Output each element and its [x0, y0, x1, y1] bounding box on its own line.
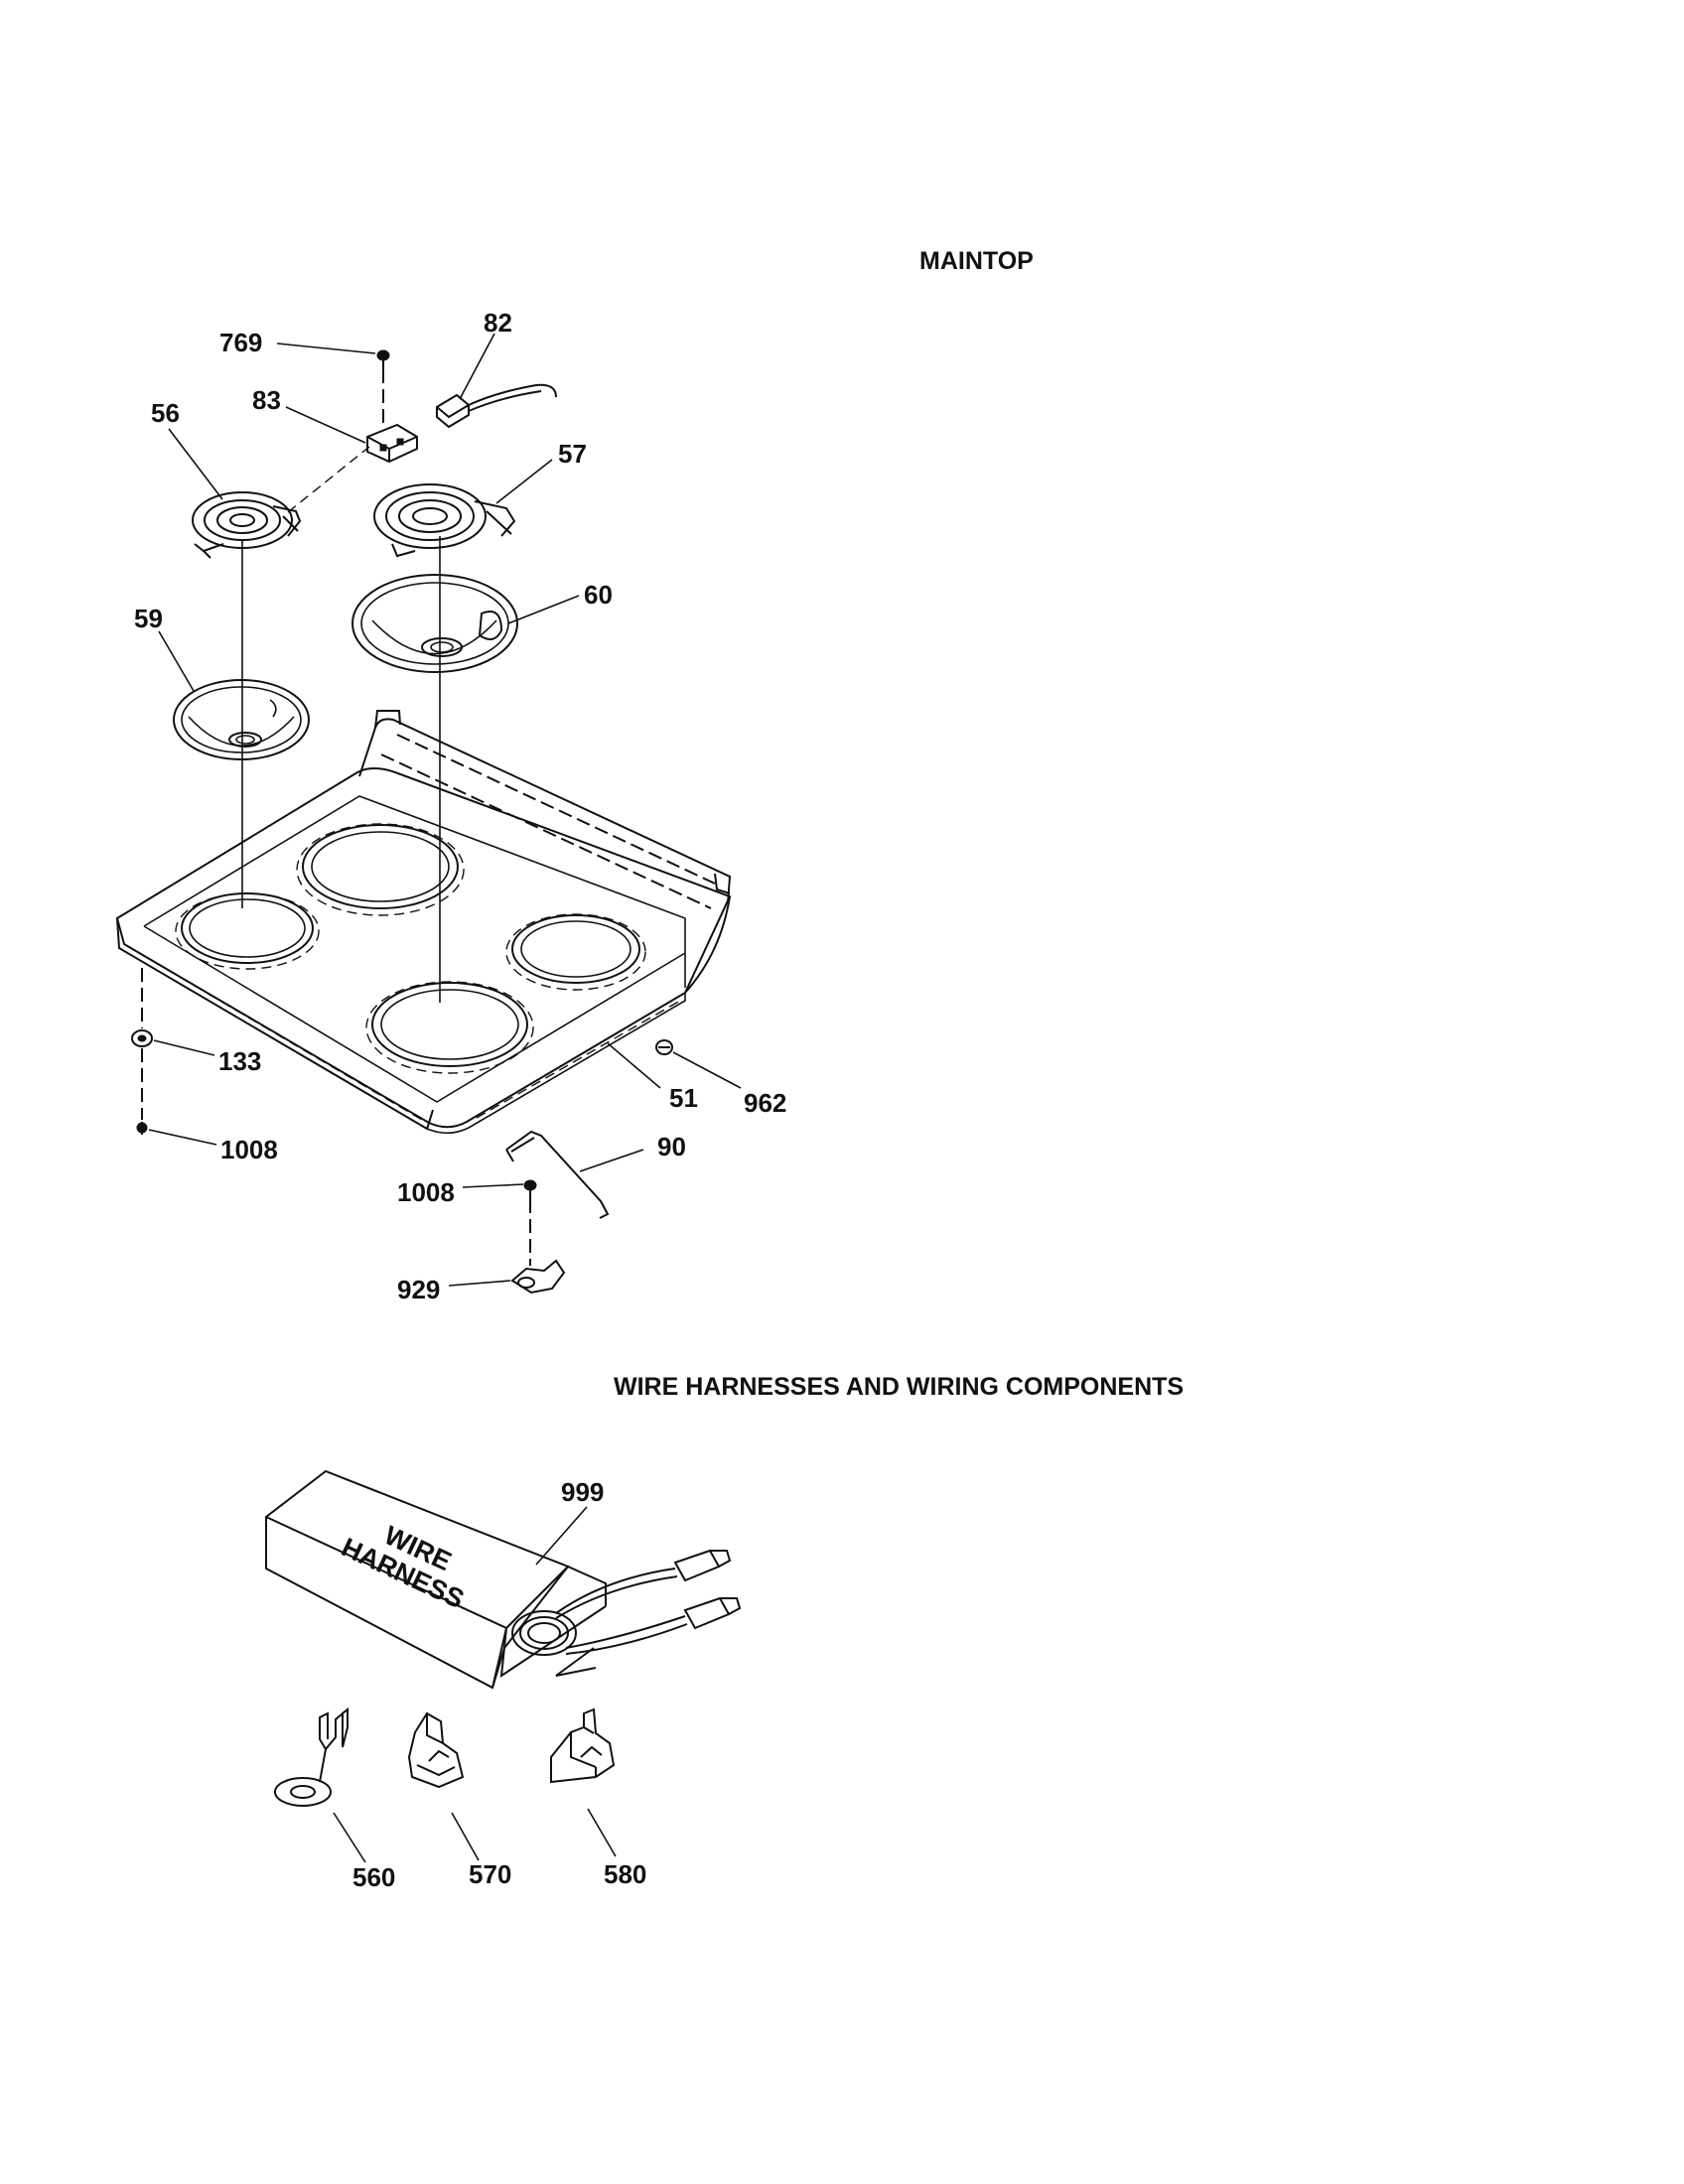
label-83: 83 [252, 385, 281, 415]
wiring-title: WIRE HARNESSES AND WIRING COMPONENTS [614, 1373, 1184, 1401]
drip-pan-60 [351, 574, 518, 673]
maintop-title: MAINTOP [919, 247, 1034, 275]
spacer-133 [131, 1029, 153, 1047]
label-133: 133 [218, 1046, 261, 1076]
ring-terminal-560 [274, 1706, 349, 1807]
label-929: 929 [397, 1275, 440, 1304]
surface-element-57 [373, 483, 516, 558]
label-56: 56 [151, 398, 180, 428]
rod-90 [505, 1130, 610, 1219]
label-59: 59 [134, 604, 163, 633]
cooktop-51 [115, 710, 732, 1135]
label-1008-lower: 1008 [397, 1177, 455, 1207]
label-82: 82 [484, 308, 512, 338]
screw-1008-lower [523, 1179, 537, 1266]
label-769: 769 [219, 328, 262, 357]
screw-1008-left [136, 1122, 148, 1135]
surface-element-56 [192, 491, 302, 559]
label-580: 580 [604, 1859, 646, 1889]
receptacle-wire-82 [436, 383, 557, 429]
receptacle-83 [366, 423, 418, 464]
terminal-570 [407, 1711, 465, 1789]
label-1008-left: 1008 [220, 1135, 278, 1164]
label-57: 57 [558, 439, 587, 469]
label-999: 999 [561, 1477, 604, 1507]
label-570: 570 [469, 1859, 511, 1889]
guide-line-83 [287, 446, 370, 513]
wire-harness-box-999: WIRE HARNESS [265, 1469, 742, 1690]
label-560: 560 [352, 1862, 395, 1892]
leader-lines-maintop [148, 333, 742, 1287]
screw-769 [376, 349, 390, 429]
leader-lines-wiring [333, 1506, 617, 1863]
bracket-929 [510, 1259, 566, 1295]
drip-pan-59 [173, 679, 310, 760]
label-962: 962 [744, 1088, 786, 1118]
nut-962 [655, 1039, 673, 1055]
label-60: 60 [584, 580, 613, 610]
label-51: 51 [669, 1083, 698, 1113]
label-90: 90 [657, 1132, 686, 1161]
terminal-580 [550, 1707, 616, 1784]
